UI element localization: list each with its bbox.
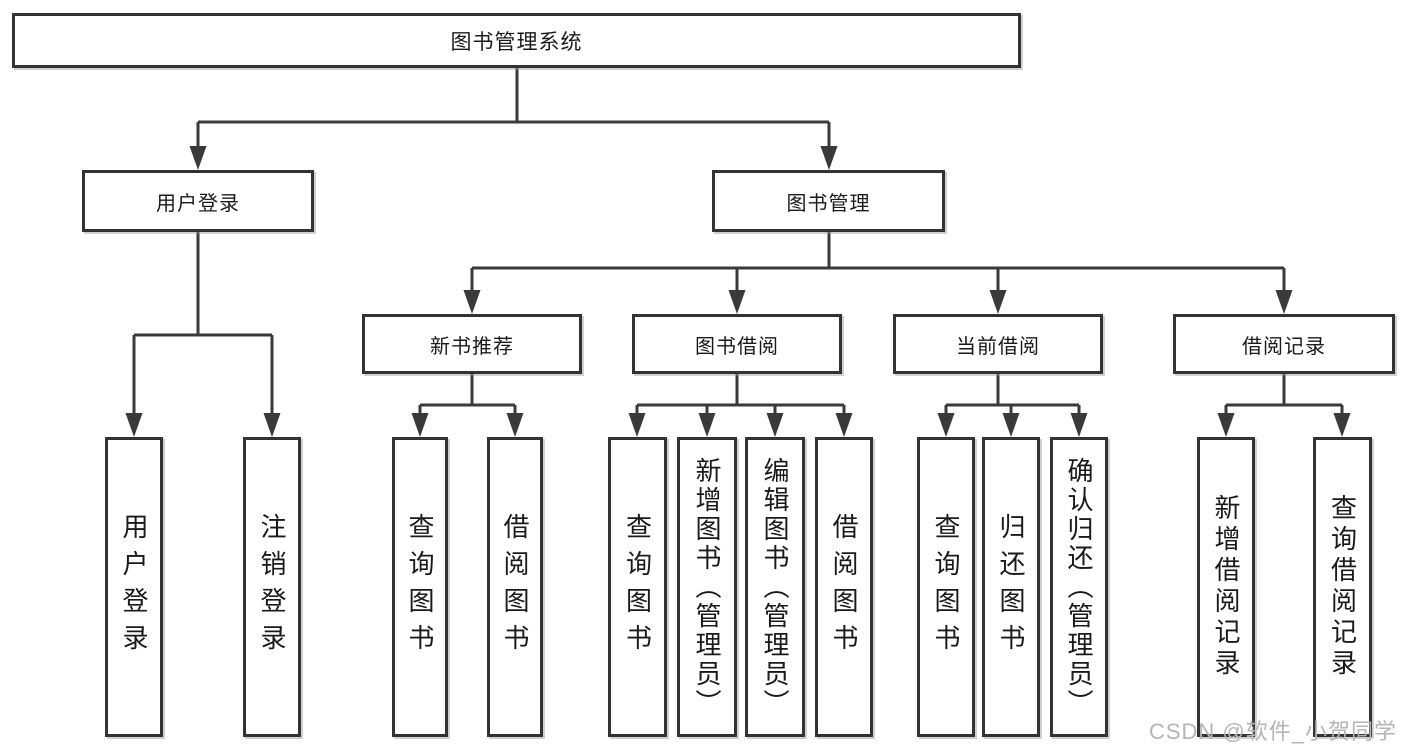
node-label: 图书管理系统 bbox=[450, 30, 583, 54]
node-current-return-books: 归还图书 bbox=[982, 437, 1040, 737]
node-borrow-query-books: 查询图书 bbox=[608, 437, 667, 737]
node-label: 新增借阅记录 bbox=[1211, 494, 1241, 680]
node-label: 用户登录 bbox=[156, 192, 240, 215]
watermark: CSDN @软件_小贺同学 bbox=[1148, 719, 1397, 744]
node-label: 新书推荐 bbox=[430, 335, 514, 358]
node-newbooks-query-books: 查询图书 bbox=[392, 437, 448, 737]
node-label: 图书借阅 bbox=[695, 335, 779, 358]
node-label: 注销登录 bbox=[257, 513, 287, 661]
node-current-query-books: 查询图书 bbox=[917, 437, 975, 737]
node-label: 编辑图书（管理员） bbox=[760, 456, 790, 718]
node-new-book-recommend: 新书推荐 bbox=[362, 314, 582, 374]
node-label: 查询图书 bbox=[931, 513, 961, 661]
node-logout: 注销登录 bbox=[243, 437, 301, 737]
node-library-system-root: 图书管理系统 bbox=[12, 13, 1021, 68]
node-label: 用户登录 bbox=[119, 513, 149, 661]
node-user-login-leaf: 用户登录 bbox=[105, 437, 163, 737]
node-label: 查询图书 bbox=[405, 513, 435, 661]
node-label: 归还图书 bbox=[996, 513, 1026, 661]
node-borrow-add-books-admin: 新增图书（管理员） bbox=[677, 437, 737, 737]
node-label: 查询图书 bbox=[622, 513, 653, 661]
node-newbooks-borrow-books: 借阅图书 bbox=[487, 437, 543, 737]
node-label: 图书管理 bbox=[786, 192, 871, 215]
node-borrow-records: 借阅记录 bbox=[1173, 314, 1395, 374]
node-current-confirm-return-admin: 确认归还（管理员） bbox=[1050, 437, 1108, 737]
node-borrow-borrow-books: 借阅图书 bbox=[815, 437, 873, 737]
node-label: 新增图书（管理员） bbox=[692, 456, 722, 718]
node-book-borrowing: 图书借阅 bbox=[632, 314, 842, 374]
node-label: 确认归还（管理员） bbox=[1064, 456, 1094, 718]
node-label: 借阅图书 bbox=[829, 513, 859, 661]
node-label: 借阅图书 bbox=[500, 513, 530, 661]
node-user-login: 用户登录 bbox=[82, 170, 314, 232]
node-borrow-edit-books-admin: 编辑图书（管理员） bbox=[745, 437, 805, 737]
node-records-query-record: 查询借阅记录 bbox=[1313, 437, 1372, 737]
node-current-borrowing: 当前借阅 bbox=[893, 314, 1103, 374]
arrowheads bbox=[125, 146, 1351, 437]
node-label: 查询借阅记录 bbox=[1327, 494, 1358, 680]
node-label: 当前借阅 bbox=[956, 335, 1040, 358]
node-book-management: 图书管理 bbox=[712, 170, 945, 232]
node-records-add-record: 新增借阅记录 bbox=[1197, 437, 1255, 737]
node-label: 借阅记录 bbox=[1242, 335, 1326, 358]
